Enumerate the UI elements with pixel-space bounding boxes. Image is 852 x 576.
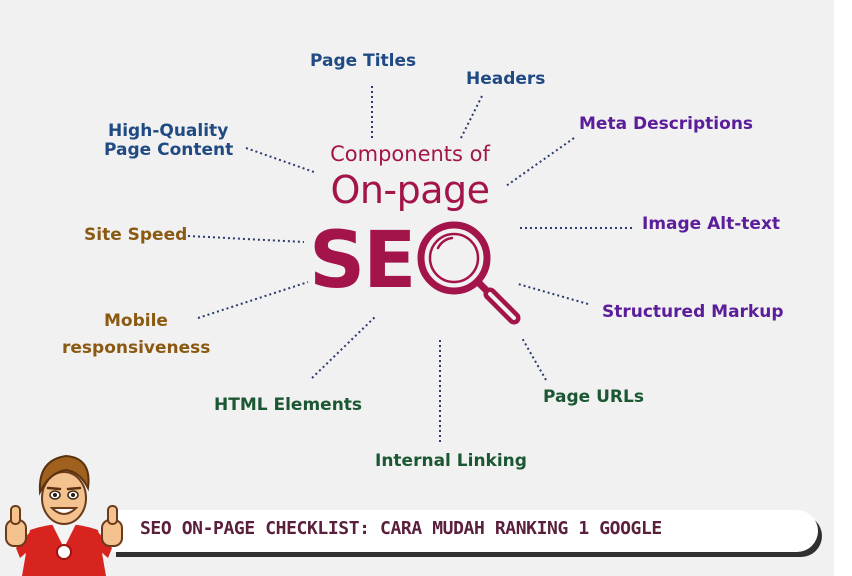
spoke-high-quality (245, 147, 315, 173)
banner-background (112, 510, 818, 552)
label-page-titles: Page Titles (310, 51, 417, 71)
magnifier-icon (417, 221, 521, 325)
label-high-quality-line2: Page Content (104, 140, 234, 160)
label-mobile-line2: responsiveness (62, 338, 211, 358)
label-site-speed: Site Speed (84, 225, 188, 245)
center-title: On-page (330, 168, 490, 212)
spoke-site-speed (187, 235, 305, 243)
spoke-mobile (197, 281, 309, 319)
label-internal-linking: Internal Linking (375, 451, 527, 471)
banner-title: SEO ON-PAGE CHECKLIST: CARA MUDAH RANKIN… (140, 518, 662, 539)
label-structured-markup: Structured Markup (602, 302, 784, 322)
label-meta-descriptions: Meta Descriptions (579, 114, 754, 134)
label-html-elements: HTML Elements (214, 395, 363, 415)
label-mobile-line1: Mobile (104, 311, 168, 331)
label-page-urls: Page URLs (543, 387, 644, 407)
right-edge-strip (834, 0, 852, 576)
label-high-quality-line1: High-Quality (108, 121, 229, 141)
mascot-thumbs-up-icon (5, 454, 123, 576)
center-acronym: SE (309, 216, 416, 306)
center-subtitle: Components of (330, 142, 490, 166)
label-image-alt-text: Image Alt-text (642, 214, 781, 234)
spoke-html-elements (311, 315, 377, 379)
spoke-page-urls (521, 337, 547, 381)
spoke-meta-descriptions (505, 137, 575, 187)
spoke-structured-markup (517, 283, 589, 305)
label-headers: Headers (466, 69, 546, 89)
spoke-headers (459, 95, 483, 141)
